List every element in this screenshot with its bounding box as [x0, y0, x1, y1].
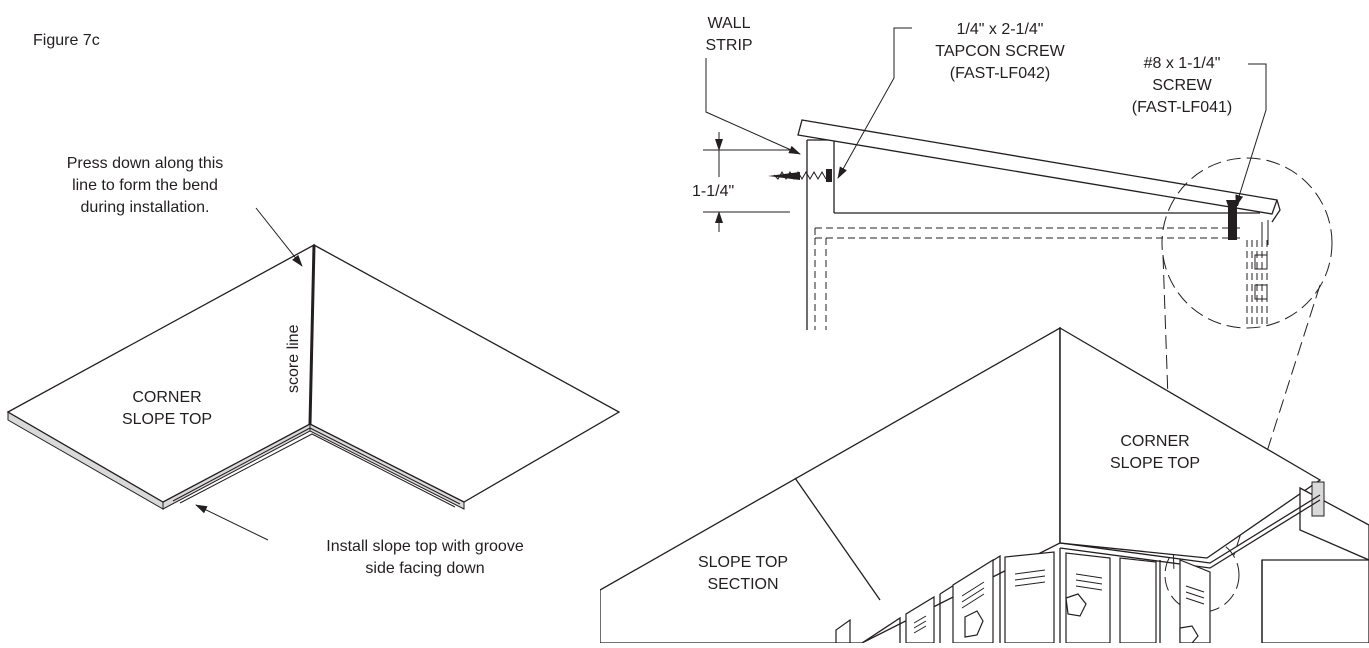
install-note-line-1: Install slope top with groove [326, 538, 524, 555]
score-line [308, 244, 316, 425]
press-down-note-line-2: line to form the bend [72, 177, 218, 194]
locker-assembly [600, 326, 1369, 643]
install-note-line-2: side facing down [365, 560, 484, 577]
tapcon-leader [837, 27, 912, 179]
tapcon-label-line-3: (FAST-LF042) [950, 65, 1050, 82]
screw-label-line-3: (FAST-LF041) [1132, 99, 1232, 116]
corner-slope-top-label-line-2: SLOPE TOP [122, 411, 212, 428]
press-down-note-line-3: during installation. [81, 199, 210, 216]
locker-corner-slope-top-line-2: SLOPE TOP [1110, 455, 1200, 472]
screw-label-line-2: SCREW [1152, 77, 1212, 94]
slope-top-section-line-2: SECTION [707, 576, 778, 593]
detail-magnify-circle [1161, 157, 1333, 329]
tapcon-label-line-1: 1/4" x 2-1/4" [957, 21, 1044, 38]
corner-slope-top-panel [6, 243, 621, 510]
wall-strip-label-line-1: WALL [708, 15, 751, 32]
install-note-leader [195, 504, 269, 541]
wall-strip-label-line-2: STRIP [705, 37, 752, 54]
screw-leader [1235, 63, 1267, 207]
locker-corner-slope-top-line-1: CORNER [1120, 433, 1189, 450]
screw-label-line-1: #8 x 1-1/4" [1144, 55, 1221, 72]
tapcon-label-line-2: TAPCON SCREW [935, 43, 1065, 60]
section-detail [768, 119, 1281, 330]
score-line-label: score line [285, 324, 302, 393]
wall-strip-leader [705, 58, 801, 155]
press-down-note-line-1: Press down along this [67, 155, 224, 172]
figure-label: Figure 7c [33, 32, 100, 49]
slope-top-section-line-1: SLOPE TOP [698, 554, 788, 571]
dimension-value: 1-1/4" [692, 183, 734, 200]
detail-source-circle [1164, 537, 1240, 613]
press-down-note: Press down along this line to form the b… [67, 155, 224, 216]
dimension-annotation: 1-1/4" [692, 132, 790, 232]
corner-slope-top-label-line-1: CORNER [132, 389, 201, 406]
press-down-arrow [255, 207, 303, 267]
